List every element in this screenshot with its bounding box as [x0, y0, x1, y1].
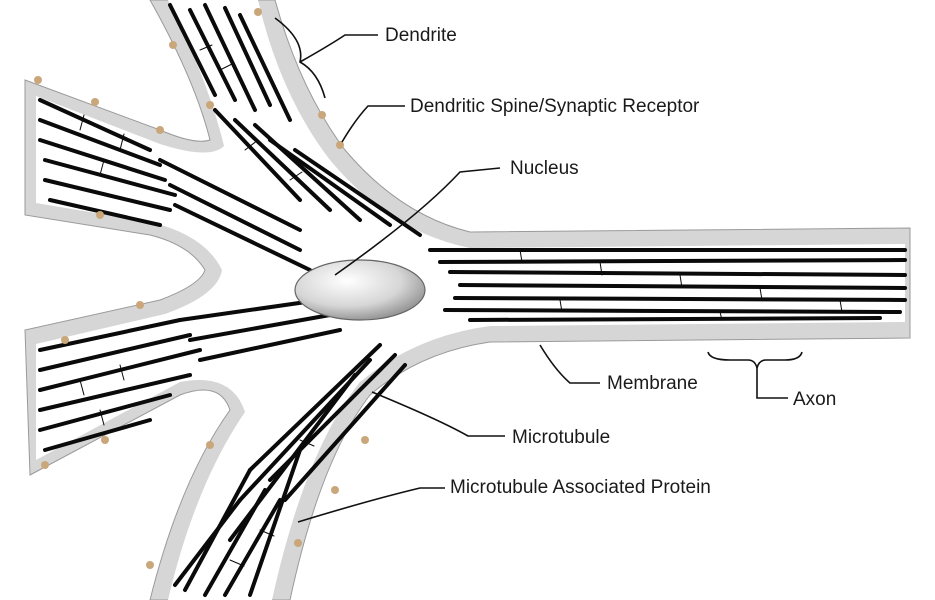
label-membrane: Membrane [607, 373, 698, 394]
nucleus-leader [334, 167, 501, 276]
spine [206, 101, 214, 109]
spine [156, 126, 164, 134]
spine [294, 539, 302, 547]
spine [101, 436, 109, 444]
spine [61, 336, 69, 344]
spine [254, 8, 262, 16]
spine [206, 441, 214, 449]
spine [318, 111, 326, 119]
label-dendritic-spine: Dendritic Spine/Synaptic Receptor [410, 96, 700, 117]
label-microtubule: Microtubule [512, 427, 610, 448]
spine [91, 98, 99, 106]
spine [41, 461, 49, 469]
spine-leader [341, 105, 405, 143]
spine [169, 41, 177, 49]
microtubule-bundle [38, 3, 907, 597]
axon-leader [756, 368, 788, 399]
spine [331, 486, 339, 494]
spine [34, 76, 42, 84]
label-dendrite: Dendrite [385, 25, 457, 46]
dendrite-leader [274, 17, 378, 99]
spine [336, 141, 344, 149]
label-nucleus: Nucleus [510, 158, 579, 179]
map-leader [297, 487, 445, 523]
spine [146, 561, 154, 569]
nucleus [294, 259, 426, 321]
membrane-leader [539, 344, 600, 384]
spine [361, 436, 369, 444]
label-microtubule-associated-protein: Microtubule Associated Protein [450, 477, 711, 498]
dendritic-spines [34, 8, 369, 569]
spine [136, 301, 144, 309]
spine [96, 211, 104, 219]
axon-bracket [707, 351, 803, 369]
label-axon: Axon [793, 389, 836, 410]
microtubule-leader [371, 391, 505, 437]
leader-lines [274, 17, 803, 523]
